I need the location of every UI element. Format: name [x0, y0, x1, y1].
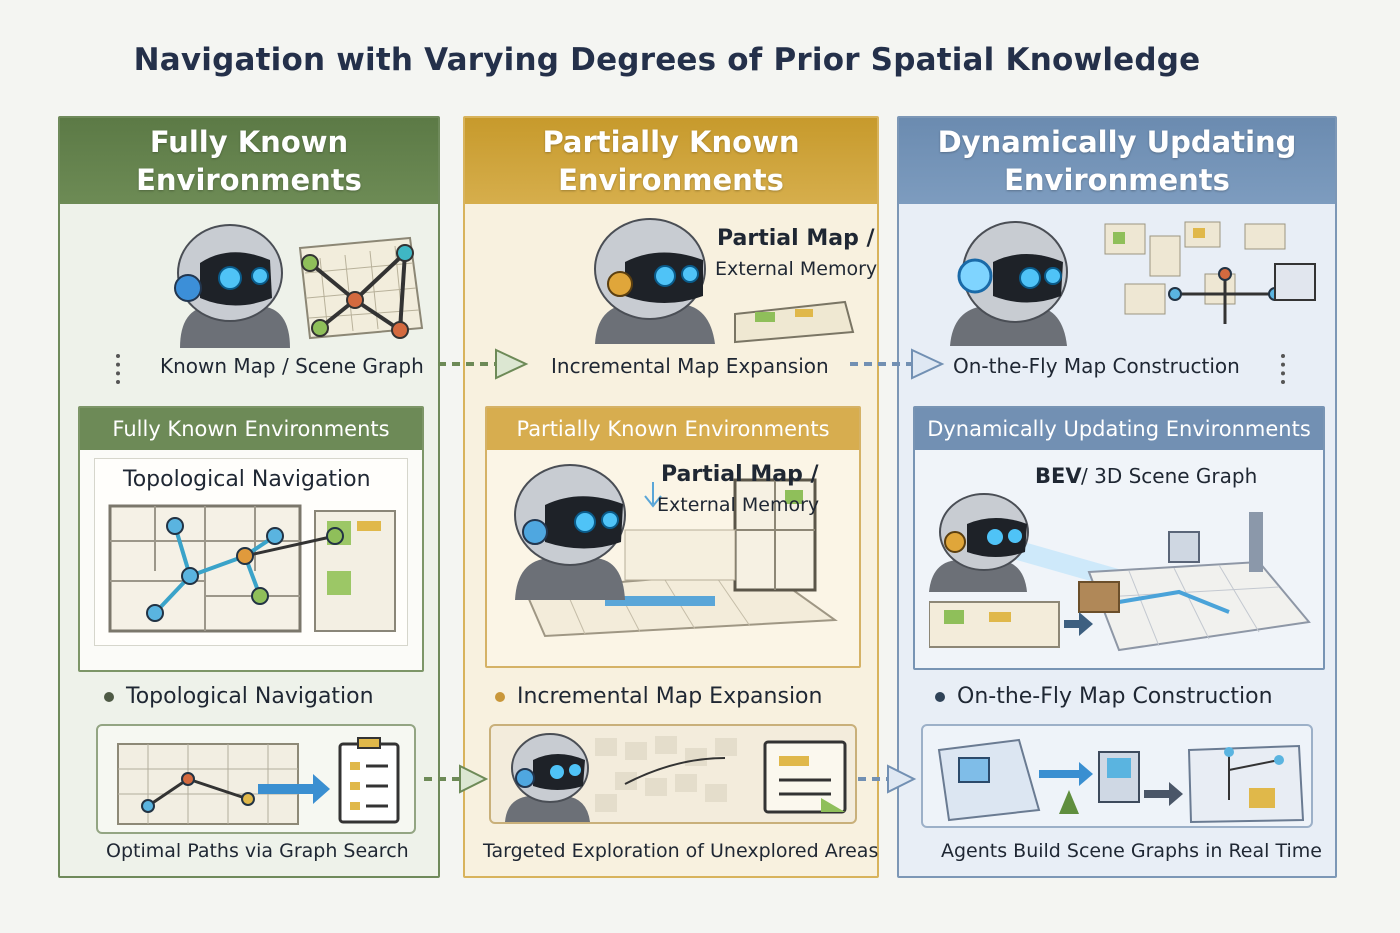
panel-title: Dynamically Updating Environments	[915, 408, 1323, 450]
bullet-dot	[935, 691, 945, 702]
column-dynamically-updating: Dynamically Updating Environments On-the…	[897, 116, 1337, 878]
bullet-dot	[495, 691, 505, 702]
robot-with-floorplan-illustration	[514, 464, 838, 638]
on-the-fly-label: On-the-Fly Map Construction	[953, 354, 1240, 378]
inner-partial-map-callout-bold: Partial Map /	[661, 462, 819, 487]
robot-with-graph-map-illustration	[174, 224, 424, 348]
known-map-label: Known Map / Scene Graph	[160, 354, 424, 378]
exploration-illustration	[505, 733, 847, 822]
bev-scene-graph-illustration	[929, 493, 1311, 652]
header-line-2: Environments	[1004, 163, 1230, 197]
dynamically-updating-panel: Dynamically Updating Environments BEV / …	[913, 406, 1325, 670]
bullet-on-the-fly-map: On-the-Fly Map Construction	[935, 684, 1273, 709]
inner-partial-map-callout: External Memory	[657, 494, 820, 516]
topological-navigation-card: Topological Navigation	[94, 458, 408, 646]
dotted-marker	[116, 354, 120, 384]
real-time-scene-graph-illustration	[937, 738, 1305, 824]
partially-known-panel: Partially Known Environments Partial Map…	[485, 406, 861, 668]
incremental-map-label: Incremental Map Expansion	[551, 354, 829, 378]
scene-graph-real-time-caption: Agents Build Scene Graphs in Real Time	[941, 840, 1322, 862]
header-line-2: Environments	[136, 163, 362, 197]
robot-building-map-illustration	[950, 221, 1316, 346]
arrow-col2-to-col3-top	[850, 348, 945, 380]
inner-title: Topological Navigation	[123, 467, 371, 492]
fully-known-panel: Fully Known Environments Topological Nav…	[78, 406, 424, 672]
page-title: Navigation with Varying Degrees of Prior…	[133, 42, 1201, 78]
bullet-text: On-the-Fly Map Construction	[957, 684, 1273, 709]
partial-map-callout: External Memory	[715, 258, 878, 280]
header-line-1: Partially Known	[542, 125, 800, 159]
column-partially-known: Partially Known Environments Partial Map…	[463, 116, 879, 878]
column-header: Partially Known Environments	[465, 118, 877, 204]
optimal-paths-box	[96, 724, 416, 834]
bullet-incremental-map-expansion: Incremental Map Expansion	[495, 684, 822, 709]
header-line-1: Fully Known	[149, 125, 349, 159]
bullet-text: Topological Navigation	[126, 684, 374, 709]
topological-graph-illustration	[108, 504, 396, 633]
column-fully-known: Fully Known Environments Known Map / Sce…	[58, 116, 440, 878]
header-line-2: Environments	[558, 163, 784, 197]
targeted-exploration-box	[489, 724, 857, 824]
arrow-col1-to-col2-top	[438, 348, 529, 380]
bullet-text: Incremental Map Expansion	[517, 684, 823, 709]
optimal-paths-caption: Optimal Paths via Graph Search	[106, 840, 409, 862]
arrow-col1-to-col2-bottom	[424, 764, 489, 794]
panel-title: Fully Known Environments	[80, 408, 422, 450]
targeted-exploration-caption: Targeted Exploration of Unexplored Areas	[483, 840, 879, 862]
bullet-dot	[104, 691, 114, 702]
bullet-topological-navigation: Topological Navigation	[104, 684, 374, 709]
scene-graph-real-time-box	[921, 724, 1313, 828]
header-line-1: Dynamically Updating	[937, 125, 1297, 159]
robot-with-partial-map-illustration	[594, 218, 855, 344]
arrow-col2-to-col3-bottom	[858, 764, 917, 794]
column-header: Dynamically Updating Environments	[899, 118, 1335, 204]
column-header: Fully Known Environments	[60, 118, 438, 204]
bev-label-bold: BEV	[1035, 464, 1082, 488]
scene-graph-label: / 3D Scene Graph	[1081, 464, 1258, 488]
partial-map-callout-bold: Partial Map /	[717, 226, 875, 251]
panel-title: Partially Known Environments	[487, 408, 859, 450]
dotted-marker	[1281, 354, 1285, 384]
graph-search-illustration	[117, 737, 400, 825]
